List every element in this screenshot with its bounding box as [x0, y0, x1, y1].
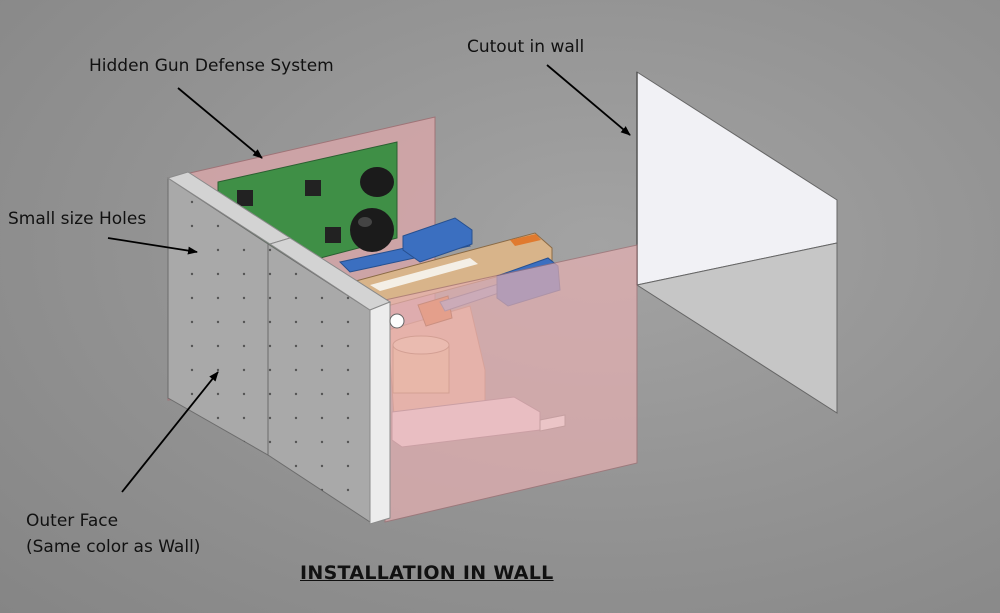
capacitor-component — [360, 167, 394, 197]
arrow-hidden-gun — [177, 87, 263, 159]
label-small-size-holes: Small size Holes — [8, 209, 147, 229]
chip-component — [305, 180, 321, 196]
arrow-cutout — [546, 64, 631, 136]
edge-strip-vertical — [369, 301, 391, 525]
capacitor-highlight — [358, 217, 372, 227]
chip-component — [325, 227, 341, 243]
arrow-outer-face — [121, 371, 219, 493]
wall-cutout-floor — [635, 242, 838, 414]
blue-block — [402, 217, 473, 263]
label-hidden-gun-defense-system: Hidden Gun Defense System — [89, 56, 334, 76]
chip-component — [237, 190, 253, 206]
wood-slot-orange — [510, 234, 541, 246]
label-outer-face: Outer Face — [26, 511, 119, 531]
knob-component — [389, 313, 405, 329]
diagram-title: INSTALLATION IN WALL — [300, 562, 554, 584]
outer-face-holes — [268, 244, 370, 522]
capacitor-component — [350, 208, 394, 252]
arrow-small-holes — [107, 237, 198, 255]
wood-slot — [370, 258, 478, 291]
label-cutout-in-wall: Cutout in wall — [467, 37, 585, 57]
label-outer-face-note: (Same color as Wall) — [26, 537, 201, 557]
